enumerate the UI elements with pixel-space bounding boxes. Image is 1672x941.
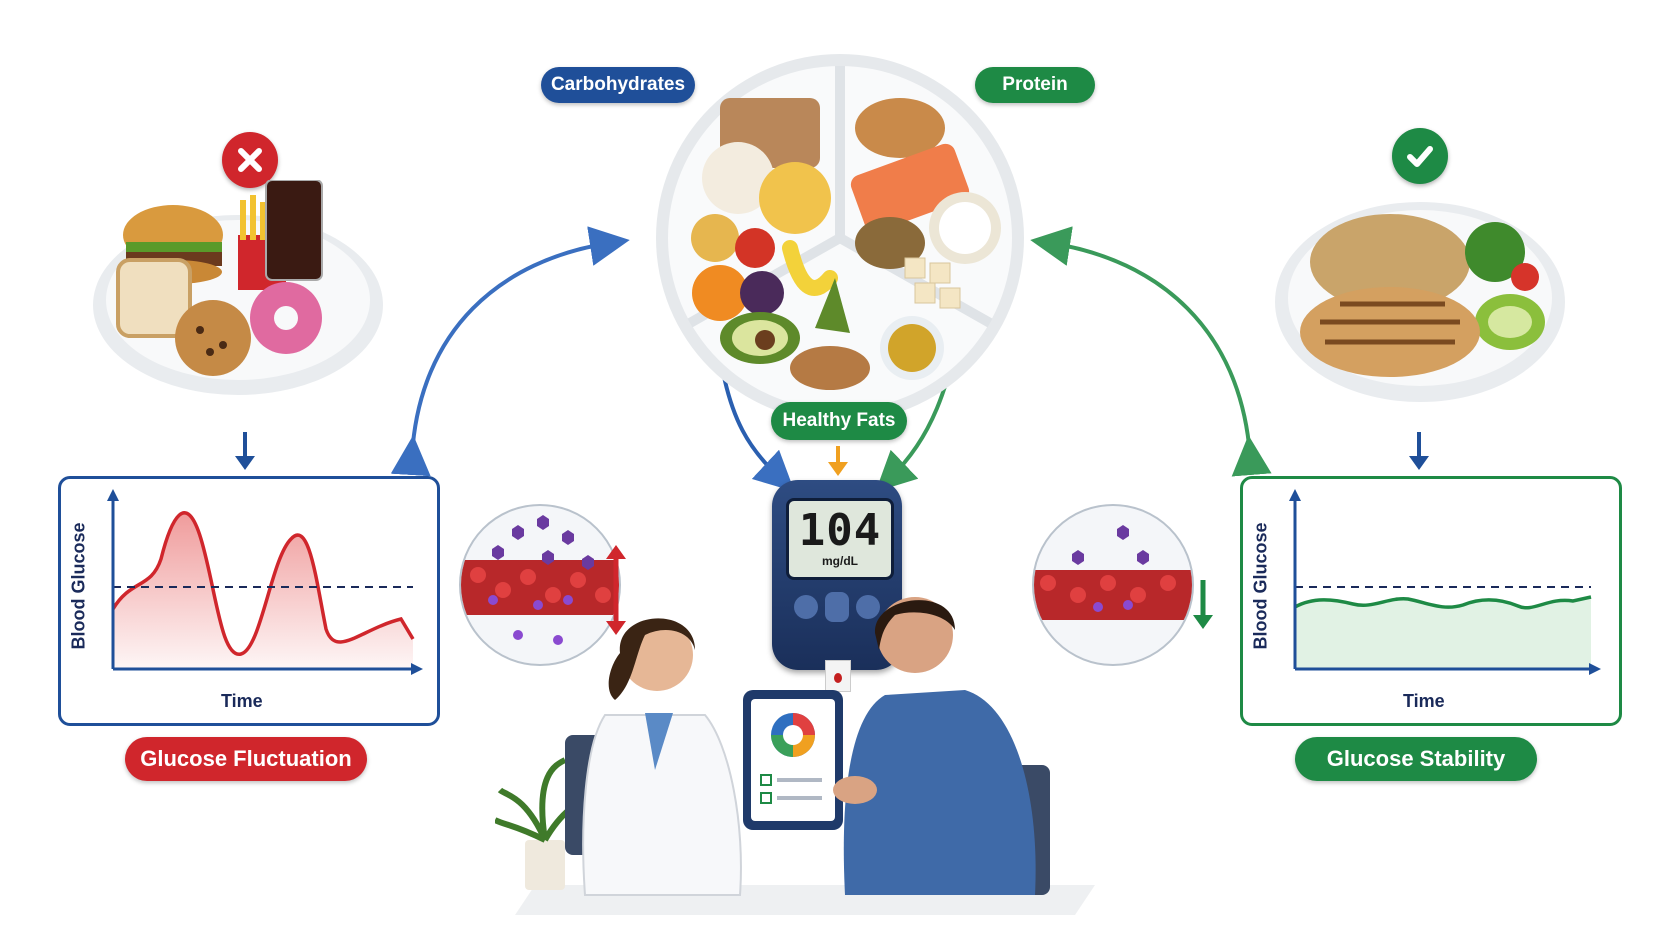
unhealthy-food-plate: [93, 180, 383, 395]
glucose-stability-chart: Blood Glucose Time: [1240, 476, 1622, 726]
left-x-axis-label: Time: [221, 691, 263, 711]
healthy-fats-label: Healthy Fats: [771, 402, 907, 440]
balanced-food-plate: [656, 54, 1024, 422]
meter-unit: mg/dL: [822, 554, 858, 568]
fluctuation-line: [111, 511, 415, 656]
protein-label: Protein: [975, 67, 1095, 103]
glucose-stability-label: Glucose Stability: [1295, 737, 1537, 781]
x-icon: [222, 132, 278, 188]
right-y-axis-label: Blood Glucose: [1250, 522, 1271, 650]
meter-center-button[interactable]: [825, 592, 849, 622]
right-curved-arrow: [1030, 226, 1272, 477]
check-icon: [1392, 128, 1448, 184]
carbohydrates-label: Carbohydrates: [541, 67, 695, 103]
right-x-axis-label: Time: [1403, 691, 1445, 711]
stability-line: [1294, 595, 1592, 610]
left-curved-arrow: [390, 226, 630, 477]
left-y-axis-label: Blood Glucose: [68, 522, 89, 650]
doctor-consultation-scene: [495, 597, 1095, 915]
meter-right-button[interactable]: [856, 595, 880, 619]
meter-left-button[interactable]: [794, 595, 818, 619]
stable-glucose-blood-vessel: [1032, 504, 1213, 666]
stability-area: [1295, 597, 1591, 669]
healthy-food-plate: [1275, 202, 1565, 402]
meter-reading: 104: [798, 505, 882, 556]
fluctuation-area: [113, 512, 413, 669]
meter-screen: 104 mg/dL: [786, 498, 894, 580]
high-glucose-blood-vessel: [459, 504, 626, 666]
glucose-meter: 104 mg/dL: [772, 480, 902, 670]
glucose-fluctuation-chart: Blood Glucose Time: [58, 476, 440, 726]
test-strip: [825, 660, 851, 692]
glucose-fluctuation-label: Glucose Fluctuation: [125, 737, 367, 781]
